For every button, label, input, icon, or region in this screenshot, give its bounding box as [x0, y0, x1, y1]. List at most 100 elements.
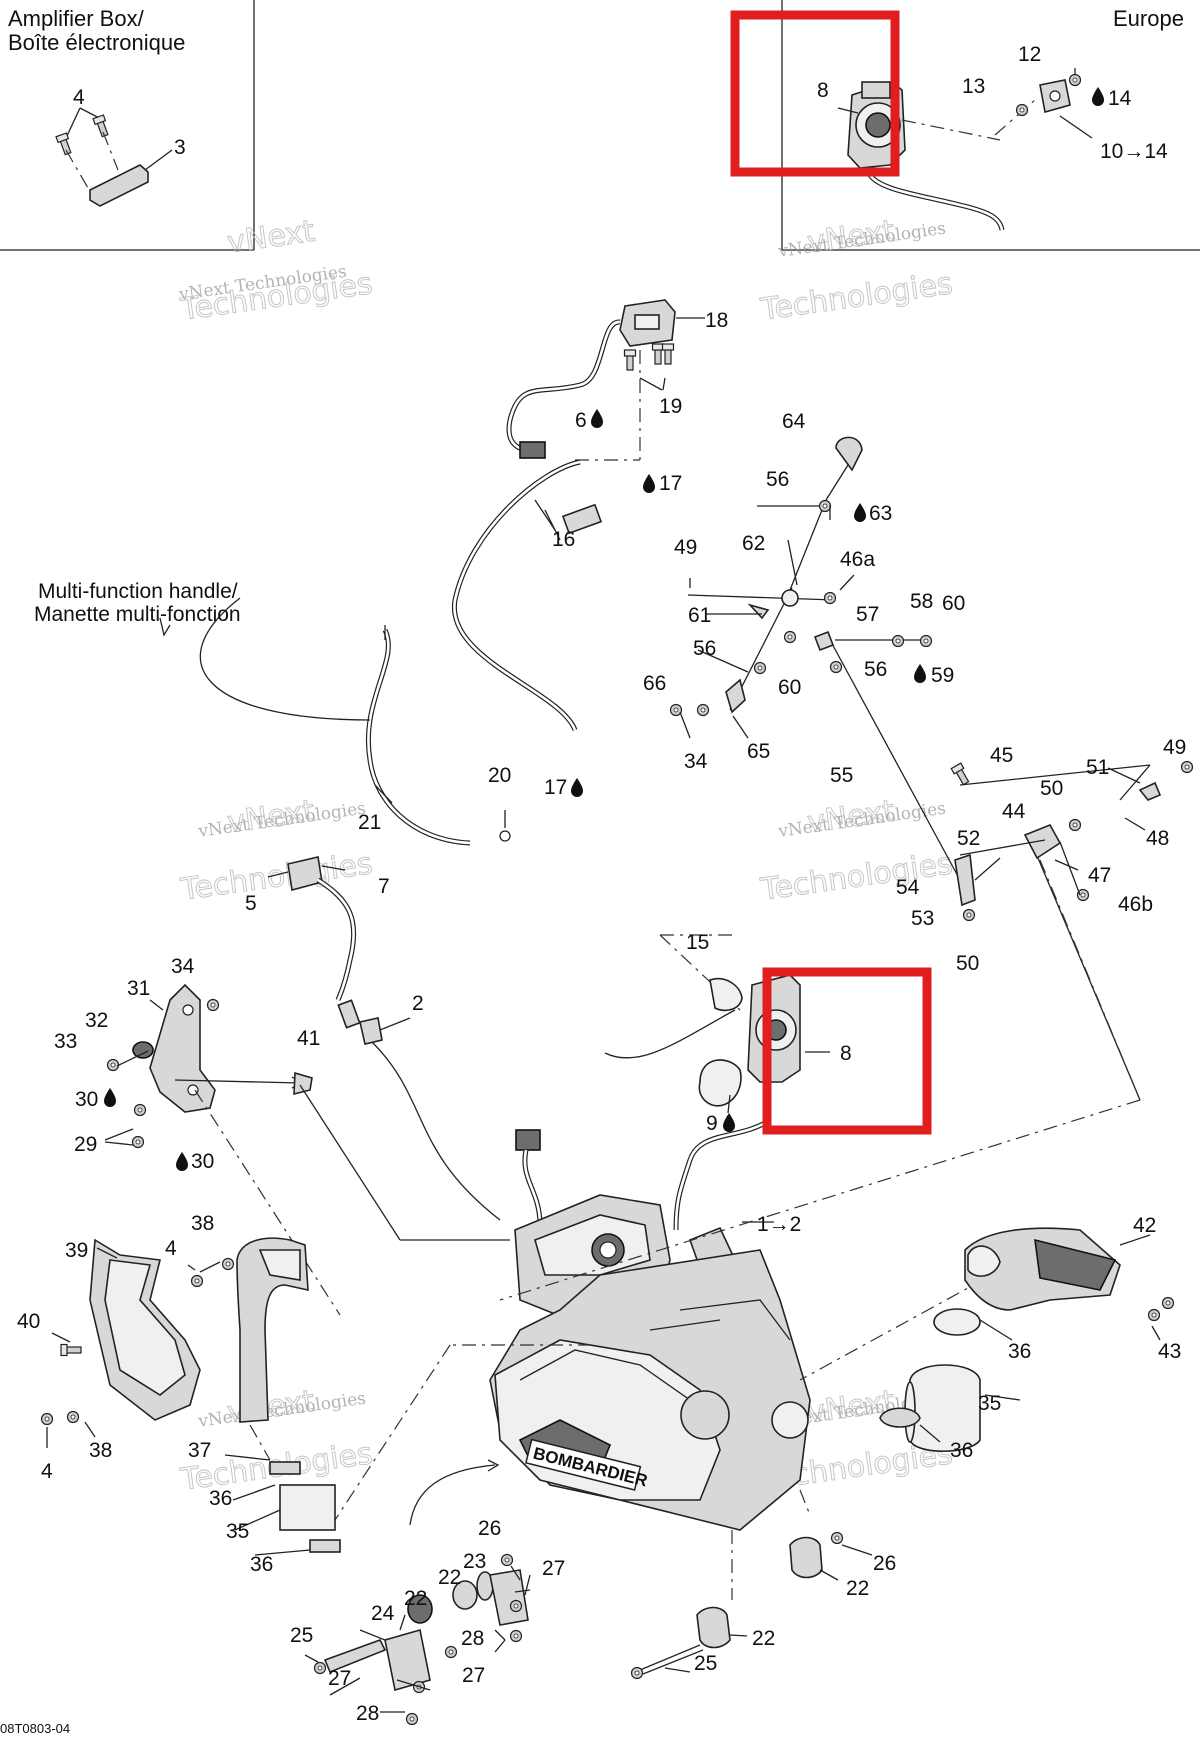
- callout-15: 15: [686, 931, 709, 954]
- heat-shield-part: [40, 1238, 201, 1448]
- callout-38-top: 38: [191, 1212, 214, 1235]
- switch-connector: [519, 441, 546, 459]
- callout-19: 19: [659, 395, 682, 418]
- callout-27-top: 27: [542, 1557, 565, 1580]
- amplifier-box-title-line1: Amplifier Box/: [8, 6, 145, 31]
- watermark-3: vNext Technologies vNext Technologies: [178, 793, 376, 908]
- loctite-drop-icon: [723, 1113, 735, 1132]
- engine-bracket-part: [104, 983, 510, 1316]
- multifunction-handle-label-2: Manette multi-fonction: [34, 603, 241, 626]
- callout-36-left-bottom: 36: [250, 1553, 273, 1576]
- callout-49-top: 49: [674, 536, 697, 559]
- callout-40: 40: [17, 1310, 40, 1333]
- watermark-1-big-a: vNext: [225, 214, 317, 261]
- callout-53: 53: [911, 907, 934, 930]
- callout-36-right-bottom: 36: [950, 1439, 973, 1462]
- callout-60-right: 60: [942, 592, 965, 615]
- callout-4-exhaust: 4: [165, 1237, 177, 1260]
- watermark-5: vNext Technologies vNext Technologies: [178, 1383, 376, 1498]
- callout-22-right-top: 22: [846, 1577, 869, 1600]
- callout-32: 32: [85, 1009, 108, 1032]
- ignition-coil-part: [267, 856, 501, 1221]
- callout-8-europe: 8: [817, 79, 829, 102]
- throttle-lever-part: [950, 760, 1194, 1101]
- callout-51: 51: [1086, 756, 1109, 779]
- loctite-drop-icon: [1092, 87, 1104, 106]
- loctite-drop-icon: [643, 474, 655, 493]
- callout-39: 39: [65, 1239, 88, 1262]
- watermark-2-big-b: Technologies: [758, 266, 955, 328]
- callout-23: 23: [463, 1550, 486, 1573]
- watermark-4-big-a: vNext: [805, 794, 897, 841]
- loctite-drop-icon: [854, 503, 866, 522]
- engine-mount-left-part: [304, 1553, 531, 1726]
- callout-54: 54: [896, 876, 920, 899]
- callout-5: 5: [245, 892, 257, 915]
- engine-mount-right-part: [630, 1531, 873, 1680]
- callout-62: 62: [742, 532, 765, 555]
- callout-61: 61: [688, 604, 711, 627]
- highlight-box-mid: [762, 967, 932, 1135]
- callout-35-right: 35: [978, 1392, 1001, 1415]
- watermark-5-big-a: vNext: [225, 1384, 317, 1431]
- callout-10-to-14: 10→14: [1100, 140, 1168, 163]
- callout-27-left: 27: [328, 1667, 351, 1690]
- highlight-box-top: [730, 10, 900, 177]
- engine-part: BOMBARDIER: [334, 1099, 1141, 1600]
- callout-49-right: 49: [1163, 736, 1186, 759]
- callout-37: 37: [188, 1439, 211, 1462]
- callout-9: 9: [706, 1112, 718, 1135]
- callout-17-bottom: 17: [544, 776, 567, 799]
- loctite-drop-icon: [914, 664, 926, 683]
- callout-38-bottom: 38: [89, 1439, 112, 1462]
- callout-64: 64: [782, 410, 806, 433]
- callout-27-bottom: 27: [462, 1664, 485, 1687]
- amplifier-box-title-line2: Boîte électronique: [8, 30, 185, 55]
- callout-30-bottom: 30: [191, 1150, 214, 1173]
- callout-59: 59: [931, 664, 954, 687]
- callout-4-shield: 4: [41, 1460, 53, 1483]
- callout-43: 43: [1158, 1340, 1181, 1363]
- callout-8-mid: 8: [840, 1042, 852, 1065]
- diagram-code: 08T0803-04: [0, 1721, 70, 1736]
- callout-21: 21: [358, 811, 381, 834]
- callout-2: 2: [412, 992, 424, 1015]
- callout-44: 44: [1002, 800, 1026, 823]
- callout-12: 12: [1018, 43, 1041, 66]
- callout-25-left: 25: [290, 1624, 313, 1647]
- amplifier-box-frame: [0, 0, 255, 251]
- callout-36-right-top: 36: [1008, 1340, 1031, 1363]
- watermark-3-big-b: Technologies: [178, 846, 375, 908]
- callout-4-amp: 4: [73, 86, 85, 109]
- handlebar-switch-part: [619, 299, 705, 391]
- callout-25-right: 25: [694, 1652, 717, 1675]
- callout-42: 42: [1133, 1214, 1156, 1237]
- watermark-4: vNext Technologies vNext Technologies: [758, 793, 956, 908]
- callout-50-top: 50: [1040, 777, 1063, 800]
- callout-34-top: 34: [684, 750, 708, 773]
- callout-20: 20: [488, 764, 511, 787]
- callout-31: 31: [127, 977, 150, 1000]
- callout-57: 57: [856, 603, 879, 626]
- switch-cable: [506, 319, 621, 453]
- tachometer-cable: [366, 628, 471, 846]
- callout-28-bottom: 28: [356, 1702, 379, 1725]
- callout-45: 45: [990, 744, 1013, 767]
- callout-1-to-2: 1→2: [757, 1213, 801, 1236]
- throttle-cable: [452, 459, 581, 732]
- callout-22-inner: 22: [438, 1566, 461, 1589]
- callout-22-outer: 22: [404, 1587, 427, 1610]
- loctite-drop-icon: [591, 409, 603, 428]
- callout-63: 63: [869, 502, 892, 525]
- callout-18: 18: [705, 309, 728, 332]
- callout-24: 24: [371, 1602, 395, 1625]
- callout-17-top: 17: [659, 472, 682, 495]
- callout-36-left-top: 36: [209, 1487, 232, 1510]
- callout-34-left: 34: [171, 955, 195, 978]
- exhaust-pipe-part: [187, 1237, 341, 1556]
- callout-26-right: 26: [873, 1552, 896, 1575]
- callout-6: 6: [575, 409, 587, 432]
- loctite-drop-icon: [571, 778, 583, 797]
- callout-55: 55: [830, 764, 853, 787]
- callout-66: 66: [643, 672, 666, 695]
